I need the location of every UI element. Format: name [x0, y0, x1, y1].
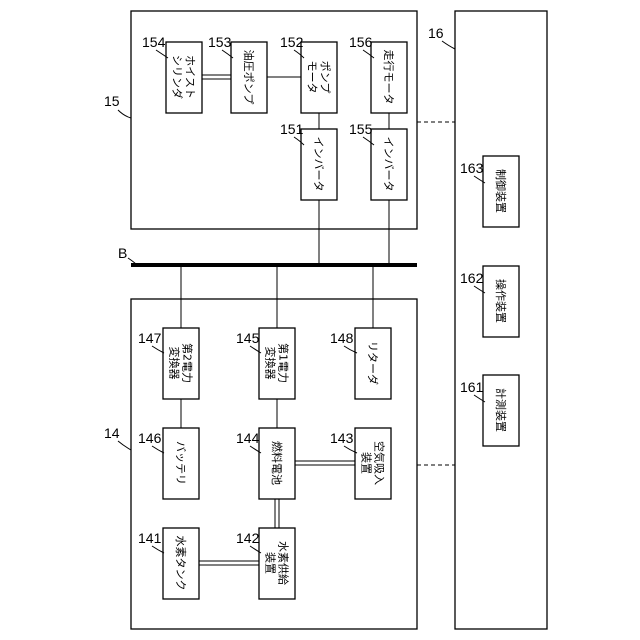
ref-143: 143: [330, 430, 354, 446]
block-147-label: 第2電力変換器: [168, 343, 195, 383]
block-151-label: インバータ: [312, 137, 325, 192]
b163-line-1: 制御装置: [494, 169, 508, 213]
b162-line-1: 操作装置: [494, 279, 508, 323]
block-142-hydrogen-supply-device: 水素供給装置: [259, 528, 295, 599]
block-163-label: 制御装置: [494, 169, 508, 213]
block-156-label: 走行モータ: [382, 50, 395, 105]
block-161-measurement-device: 計測装置: [483, 375, 519, 446]
b143-line-2: 装置: [360, 452, 373, 474]
ref-156: 156: [349, 34, 373, 50]
block-147-second-power-converter: 第2電力変換器: [163, 328, 199, 399]
leader-141: [152, 546, 164, 553]
block-153-label: 油圧ポンプ: [242, 50, 256, 105]
b148-line-1: リターダ: [366, 341, 380, 385]
block-145-first-power-converter: 第1電力変換器: [259, 328, 295, 399]
b152-line-1: ポンプ: [319, 61, 332, 94]
block-163-control-device: 制御装置: [483, 156, 519, 227]
b156-line-1: 走行モータ: [382, 50, 395, 105]
b145-line-2: 変換器: [264, 347, 278, 380]
ref-155: 155: [349, 121, 373, 137]
block-145-label: 第1電力変換器: [264, 343, 291, 383]
b141-line-1: 水素タンク: [174, 536, 187, 591]
b153-line-1: 油圧ポンプ: [242, 50, 256, 105]
ref-162: 162: [460, 270, 484, 286]
ref-152: 152: [280, 34, 304, 50]
ref-146: 146: [138, 430, 162, 446]
ref-b: B: [118, 245, 127, 261]
ref-147: 147: [138, 330, 162, 346]
block-161-label: 計測装置: [494, 388, 508, 432]
block-151-inverter: インバータ: [301, 129, 337, 200]
leader-146: [152, 446, 164, 453]
ref-144: 144: [236, 430, 260, 446]
b161-line-1: 計測装置: [494, 388, 508, 432]
leader-16: [442, 41, 455, 49]
b154-line-2: シリンダ: [171, 55, 185, 99]
ref-15: 15: [104, 93, 120, 109]
ref-14: 14: [104, 425, 120, 441]
block-154-hoist-cylinder: ホイストシリンダ: [166, 42, 202, 113]
ref-142: 142: [236, 530, 260, 546]
ref-153: 153: [208, 34, 232, 50]
ref-151: 151: [280, 121, 304, 137]
b142-line-2: 装置: [264, 552, 277, 574]
block-143-air-intake-device: 空気吸入装置: [355, 428, 391, 499]
b146-line-1: バッテリ: [174, 441, 187, 485]
ref-148: 148: [330, 330, 354, 346]
block-156-travel-motor: 走行モータ: [371, 42, 407, 113]
b151-line-1: インバータ: [312, 137, 325, 192]
b143-line-1: 空気吸入: [373, 441, 387, 485]
block-155-label: インバータ: [382, 137, 395, 192]
ref-154: 154: [142, 34, 166, 50]
b147-line-1: 第2電力: [181, 343, 195, 383]
block-153-hydraulic-pump: 油圧ポンプ: [231, 42, 267, 113]
leader-15: [118, 110, 131, 118]
block-144-label: 燃料電池: [270, 441, 284, 485]
b144-line-1: 燃料電池: [270, 441, 284, 485]
leader-147: [152, 346, 164, 353]
block-162-label: 操作装置: [494, 279, 508, 323]
ref-16: 16: [428, 25, 444, 41]
ref-145: 145: [236, 330, 260, 346]
block-141-hydrogen-tank: 水素タンク: [163, 528, 199, 599]
block-146-battery: バッテリ: [163, 428, 199, 499]
b154-line-1: ホイスト: [184, 55, 197, 99]
leader-14: [118, 441, 131, 450]
ref-163: 163: [460, 160, 484, 176]
block-162-operation-device: 操作装置: [483, 266, 519, 337]
b147-line-2: 変換器: [168, 347, 182, 380]
b155-line-1: インバータ: [382, 137, 395, 192]
block-144-fuel-cell: 燃料電池: [259, 428, 295, 499]
block-148-retarder: リターダ: [355, 328, 391, 399]
ref-141: 141: [138, 530, 162, 546]
block-155-inverter: インバータ: [371, 129, 407, 200]
block-146-label: バッテリ: [174, 441, 187, 485]
block-152-pump-motor: ポンプモータ: [301, 42, 337, 113]
ref-161: 161: [460, 379, 484, 395]
b145-line-1: 第1電力: [277, 343, 291, 383]
block-154-label: ホイストシリンダ: [171, 55, 197, 99]
b142-line-1: 水素供給: [277, 541, 291, 585]
block-152-label: ポンプモータ: [306, 61, 332, 94]
block-148-label: リターダ: [366, 341, 380, 385]
b152-line-2: モータ: [306, 61, 319, 94]
block-141-label: 水素タンク: [174, 536, 187, 591]
